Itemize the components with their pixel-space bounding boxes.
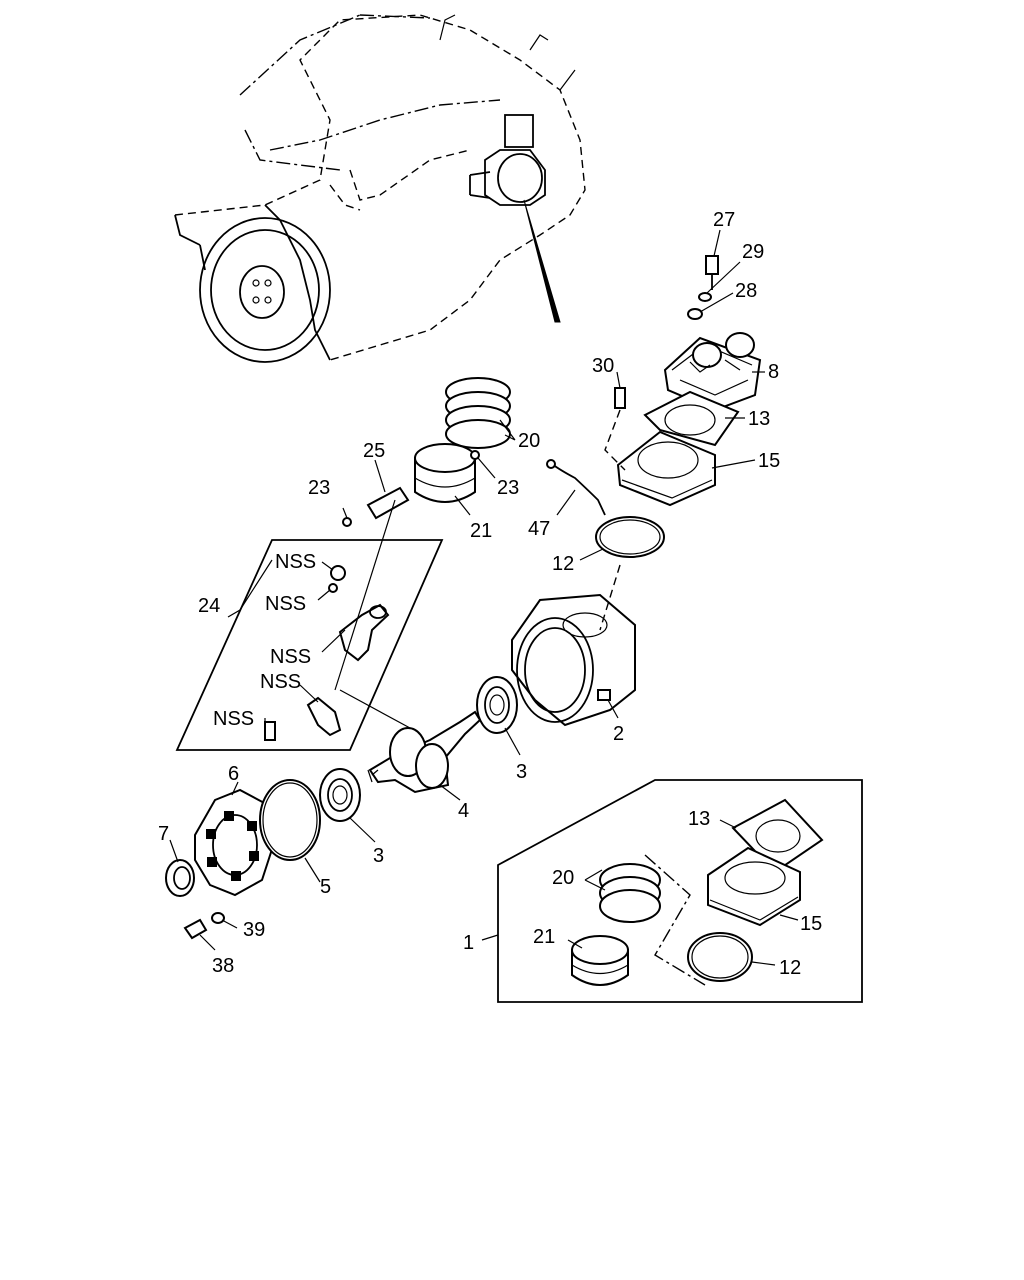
- seal-7: [165, 859, 195, 897]
- callout-3-right: 3: [516, 761, 527, 783]
- piston-group: [342, 377, 665, 558]
- crankcase-2: [511, 564, 636, 727]
- callout-20-rings: 20: [518, 430, 540, 452]
- callout-2: 2: [613, 723, 624, 745]
- callout-1: 1: [463, 932, 474, 954]
- bearing-3-right: [476, 676, 518, 734]
- cylinder-head-group: [604, 255, 762, 507]
- end-cover-6: [194, 788, 277, 897]
- callout-28: 28: [735, 280, 757, 302]
- callout-12-kit: 12: [779, 957, 801, 979]
- kit-1-box: [497, 779, 863, 1003]
- bearing-3-left: [319, 768, 361, 822]
- bolt-27: [705, 255, 719, 275]
- callout-24: 24: [198, 595, 220, 617]
- callout-nss-3: NSS: [270, 646, 311, 668]
- callout-21-kit: 21: [533, 926, 555, 948]
- callout-nss-4: NSS: [260, 671, 301, 693]
- callout-7: 7: [158, 823, 169, 845]
- leader-lines: [169, 229, 799, 966]
- callout-20-kit: 20: [552, 867, 574, 889]
- callout-3-left: 3: [373, 845, 384, 867]
- callout-15-head: 15: [758, 450, 780, 472]
- callout-39: 39: [243, 919, 265, 941]
- washer-28: [687, 308, 703, 320]
- callout-15-kit: 15: [800, 913, 822, 935]
- callout-29: 29: [742, 241, 764, 263]
- callout-23-left: 23: [308, 477, 330, 499]
- callout-5: 5: [320, 876, 331, 898]
- callout-30: 30: [592, 355, 614, 377]
- engine-outline: [174, 14, 586, 363]
- washer-29: [698, 292, 712, 302]
- callout-38: 38: [212, 955, 234, 977]
- bolt-38-washer-39: [183, 912, 225, 940]
- oring-5: [259, 779, 321, 861]
- callout-8: 8: [768, 361, 779, 383]
- callout-21-piston: 21: [470, 520, 492, 542]
- callout-4: 4: [458, 800, 469, 822]
- callout-13-kit: 13: [688, 808, 710, 830]
- callout-nss-5: NSS: [213, 708, 254, 730]
- conrod-kit-24: [175, 499, 444, 751]
- callout-25: 25: [363, 440, 385, 462]
- ring-12: [595, 516, 665, 558]
- callout-13-head: 13: [748, 408, 770, 430]
- crankshaft-4: [367, 710, 482, 794]
- pin-25: [366, 486, 410, 520]
- callout-12-ring: 12: [552, 553, 574, 575]
- callout-47: 47: [528, 518, 550, 540]
- callout-6: 6: [228, 763, 239, 785]
- callout-labels: 27 29 28 30 8 13 15 20 25 23 23 21 47 12…: [158, 209, 822, 979]
- callout-27: 27: [713, 209, 735, 231]
- callout-nss-1: NSS: [275, 551, 316, 573]
- callout-23-right: 23: [497, 477, 519, 499]
- gasket-13: [643, 390, 740, 447]
- callout-nss-2: NSS: [265, 593, 306, 615]
- valve-plate-15: [616, 430, 716, 507]
